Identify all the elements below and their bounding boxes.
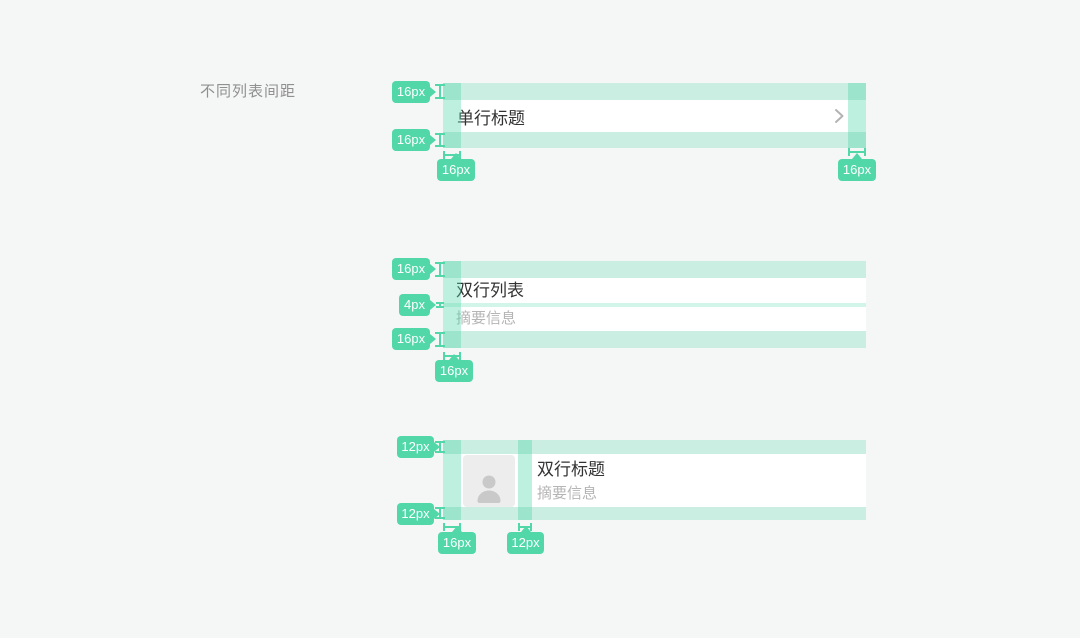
- list-row-subtitle: 摘要信息: [537, 485, 598, 502]
- padding-strip-left: [443, 83, 461, 148]
- measure-bracket-right: [848, 148, 866, 156]
- spacing-band-bottom: [443, 132, 866, 148]
- padding-tag-left: 16px: [438, 526, 476, 554]
- padding-tag-right: 16px: [838, 153, 876, 181]
- spacing-band-middle: [443, 303, 866, 307]
- measure-ibeam-bottom: [435, 133, 445, 147]
- list-row-avatar: 双行标题 摘要信息: [443, 454, 866, 507]
- gap-tag-avatar-text: 12px: [507, 526, 544, 554]
- spacing-tag-top: 16px: [392, 81, 436, 103]
- spacing-tag-bottom: 16px: [392, 328, 436, 350]
- spacing-band-top: [443, 261, 866, 278]
- padding-strip-right: [848, 83, 866, 148]
- list-row-title: 单行标题: [457, 108, 525, 128]
- list-row-title: 双行标题: [537, 460, 605, 479]
- spacing-band-top: [443, 83, 866, 100]
- measure-ibeam-top: [435, 84, 445, 99]
- list-row-single: 单行标题: [443, 100, 866, 132]
- spacing-tag-middle: 4px: [399, 294, 436, 316]
- person-icon: [477, 475, 501, 503]
- avatar: [463, 455, 515, 507]
- list-row-double: 双行列表 摘要信息: [443, 278, 866, 331]
- measure-ibeam-bottom: [435, 332, 445, 347]
- section-label: 不同列表间距: [200, 83, 297, 100]
- spacing-band-bottom: [443, 331, 866, 348]
- spacing-tag-top: 12px: [397, 436, 440, 458]
- spacing-tag-top: 16px: [392, 258, 436, 280]
- spacing-band-top: [443, 440, 866, 454]
- gap-strip-avatar-text: [518, 440, 532, 520]
- padding-strip-left: [443, 440, 461, 520]
- list-row-title: 双行列表: [456, 281, 524, 300]
- padding-strip-left: [443, 261, 461, 348]
- spacing-tag-bottom: 12px: [397, 503, 440, 525]
- chevron-right-icon: [834, 108, 845, 124]
- measure-ibeam-top: [435, 262, 445, 277]
- spacing-band-bottom: [443, 507, 866, 520]
- spacing-tag-bottom: 16px: [392, 129, 436, 151]
- padding-tag-left: 16px: [437, 153, 475, 181]
- measure-ibeam-middle: [436, 302, 444, 308]
- list-row-subtitle: 摘要信息: [456, 310, 517, 327]
- padding-tag-left: 16px: [435, 354, 473, 382]
- measure-ibeam-bottom: [435, 507, 445, 519]
- measure-ibeam-top: [435, 441, 445, 453]
